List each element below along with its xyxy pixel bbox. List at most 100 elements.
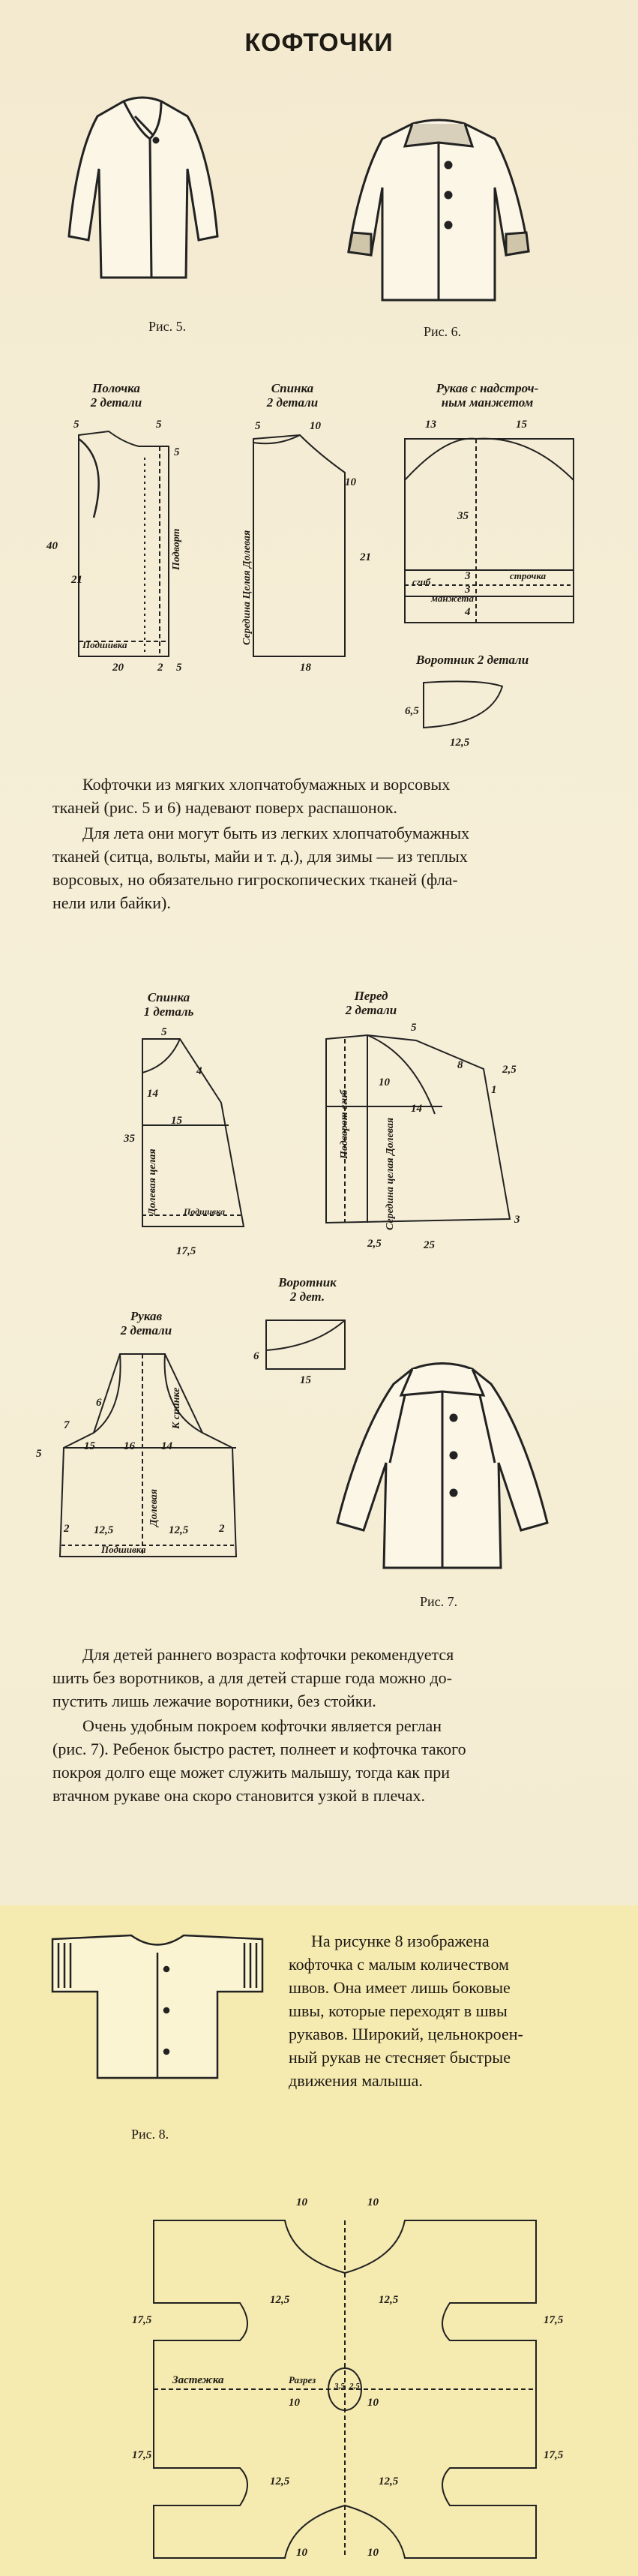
pattern1-collar-dim-65: 6,5 [405, 705, 419, 717]
pattern2-back-label-line1: Спинка [147, 990, 190, 1004]
pattern1-sleeve-sgib: сгиб [412, 576, 431, 587]
figure6-jacket-drawing [345, 113, 532, 315]
paragraph-5: На рисунке 8 изображена кофточка с малым… [289, 1929, 604, 2092]
pattern1-sleeve-manzheta: манжета [431, 593, 475, 604]
pattern1-sleeve-dim-3b: 3 [465, 584, 471, 596]
pattern2-front-dim-25w: 25 [424, 1239, 435, 1251]
pattern1-front-podshivka: Подшивка [82, 639, 127, 650]
pattern2-front-piece [322, 1031, 510, 1234]
pattern1-sleeve-label-line2: ным манжетом [441, 395, 534, 410]
pattern2-back-label: Спинка 1 деталь [131, 990, 206, 1019]
pattern3-dim-bot-10b: 10 [367, 2547, 379, 2559]
pattern1-back-dim-10-right: 10 [345, 476, 356, 488]
pattern1-back-dim-21: 21 [360, 551, 371, 563]
paragraph-5-line-2: кофточка с малым количеством [289, 1955, 509, 1974]
pattern2-back-dolevaya: Долевая целая [147, 1148, 158, 1215]
pattern1-sleeve-label: Рукав с надстроч- ным манжетом [401, 381, 574, 410]
pattern1-front-label-line2: 2 детали [90, 395, 142, 410]
pattern3-dim-right-175a: 17,5 [544, 2314, 564, 2326]
pattern1-front-dim-40: 40 [46, 540, 58, 552]
pattern3-razrez: Разрез [289, 2374, 316, 2385]
pattern2-front-dim-5: 5 [411, 1022, 417, 1034]
pattern1-front-dim-top-right: 5 [156, 419, 162, 431]
pattern2-back-dim-5: 5 [161, 1026, 167, 1038]
pattern2-sleeve-dim-14: 14 [161, 1440, 172, 1452]
paragraph-5-line-7: движения малыша. [289, 2071, 423, 2090]
paragraph-4-line-2: (рис. 7). Ребенок быстро растет, полнеет… [52, 1740, 466, 1758]
pattern2-front-dim-1: 1 [491, 1084, 497, 1096]
pattern3-zastezhka: Застежка [172, 2374, 224, 2386]
pattern2-sleeve-dolevaya: Долевая [148, 1489, 160, 1527]
pattern2-front-dim-25b: 2,5 [367, 1238, 382, 1250]
pattern1-sleeve-piece [401, 435, 581, 630]
pattern2-sleeve-piece [52, 1350, 247, 1568]
figure5-caption: Рис. 5. [148, 319, 187, 334]
paragraph-1-line-2: тканей (рис. 5 и 6) надевают поверх расп… [52, 798, 397, 817]
figure8-jacket-drawing [45, 1928, 270, 2085]
pattern1-collar-piece [420, 679, 510, 739]
paragraph-5-line-4: швы, которые переходят в швы [289, 2001, 508, 2020]
pattern1-sleeve-dim-35: 35 [457, 510, 469, 522]
figure5-jacket-drawing [60, 86, 225, 296]
pattern2-back-piece [139, 1035, 251, 1238]
pattern1-sleeve-dim-4: 4 [465, 606, 471, 618]
pattern2-back-dim-35: 35 [124, 1133, 135, 1145]
page-title: КОФТОЧКИ [244, 29, 394, 57]
pattern2-sleeve-dim-6: 6 [96, 1397, 102, 1409]
pattern2-sleeve-dim-5: 5 [36, 1448, 42, 1460]
pattern2-sleeve-dim-2: 2 [64, 1523, 70, 1535]
pattern3-dim-top-10b: 10 [367, 2196, 379, 2208]
pattern3-dim-right-175b: 17,5 [544, 2449, 564, 2461]
pattern1-front-dim-5: 5 [176, 662, 182, 674]
pattern1-back-label-line1: Спинка [271, 381, 314, 395]
pattern2-front-label-line1: Перед [354, 989, 388, 1003]
pattern2-front-label: Перед 2 детали [330, 989, 412, 1017]
pattern2-sleeve-dim-125a: 12,5 [94, 1524, 114, 1536]
pattern1-front-dim-top-left: 5 [73, 419, 79, 431]
paragraph-3: Для детей раннего возраста кофточки реко… [52, 1643, 585, 1713]
pattern2-collar-piece [262, 1317, 352, 1377]
pattern2-sleeve-label-line2: 2 детали [120, 1323, 172, 1338]
paragraph-2-line-3: ворсовых, но обязательно гигроскопически… [52, 870, 458, 889]
pattern2-front-seredina: Середина целая Долевая [385, 1117, 396, 1230]
paragraph-4: Очень удобным покроем кофточки является … [52, 1714, 585, 1807]
pattern2-sleeve-dim-16: 16 [124, 1440, 135, 1452]
pattern2-back-dim-175: 17,5 [176, 1245, 196, 1257]
pattern1-back-dim-10: 10 [310, 420, 321, 432]
figure7-raglan-jacket-drawing [330, 1350, 555, 1583]
pattern3-dim-r1-125a: 12,5 [270, 2294, 290, 2306]
pattern1-collar-label: Воротник 2 детали [416, 653, 529, 667]
pattern1-front-piece [64, 428, 199, 675]
pattern2-sleeve-spinka: К спинке [171, 1387, 182, 1429]
pattern2-sleeve-dim-125b: 12,5 [169, 1524, 189, 1536]
pattern2-back-label-line2: 1 деталь [143, 1004, 194, 1019]
paragraph-4-line-1: Очень удобным покроем кофточки является … [82, 1716, 442, 1735]
pattern3-dim-c-10a: 10 [289, 2397, 300, 2409]
paragraph-5-line-6: ный рукав не стесняет быстрые [289, 2048, 511, 2067]
pattern2-front-dim-10: 10 [379, 1076, 390, 1088]
pattern2-collar-dim-6: 6 [253, 1350, 259, 1362]
pattern1-back-label: Спинка 2 детали [255, 381, 330, 410]
pattern2-sleeve-label: Рукав 2 детали [101, 1309, 191, 1338]
pattern1-front-podvort: Подворт [171, 528, 182, 570]
pattern2-front-dim-25: 2,5 [502, 1064, 517, 1076]
pattern1-back-dim-18: 18 [300, 662, 311, 674]
pattern1-front-label-line1: Полочка [92, 381, 140, 395]
paragraph-3-line-1: Для детей раннего возраста кофточки реко… [82, 1645, 454, 1664]
pattern2-sleeve-dim-7: 7 [64, 1419, 70, 1431]
pattern1-sleeve-dim-15: 15 [516, 419, 527, 431]
pattern2-collar-label: Воротник 2 дет. [262, 1275, 352, 1304]
pattern1-front-label: Полочка 2 детали [71, 381, 161, 410]
pattern2-front-dim-14: 14 [411, 1103, 422, 1115]
pattern3-dim-c-25: 2,5 [349, 2382, 360, 2391]
paragraph-2-line-1: Для лета они могут быть из легких хлопча… [82, 824, 470, 842]
pattern3-dim-c-35: 3,5 [334, 2382, 345, 2391]
pattern3-dim-top-10a: 10 [296, 2196, 307, 2208]
pattern3-dim-left-175a: 17,5 [132, 2314, 152, 2326]
figure6-caption: Рис. 6. [424, 324, 462, 339]
pattern1-back-side-text: Середина Целая Долевая [241, 530, 253, 645]
pattern2-back-dim-15: 15 [171, 1115, 182, 1127]
pattern1-front-dim-21: 21 [71, 574, 82, 586]
pattern3-piece [150, 2213, 540, 2565]
pattern3-dim-bot-10a: 10 [296, 2547, 307, 2559]
